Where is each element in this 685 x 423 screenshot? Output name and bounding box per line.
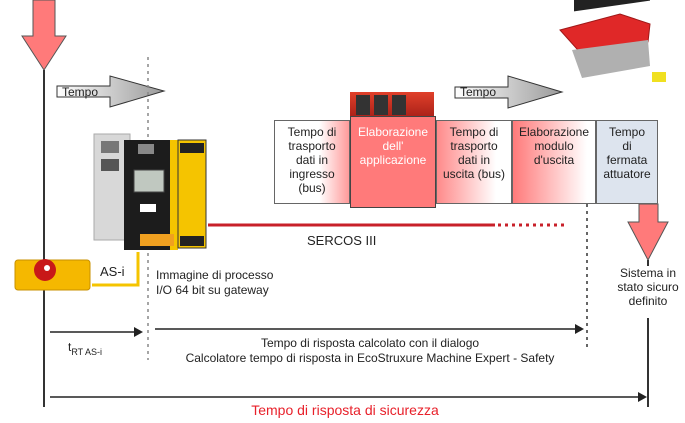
t-rt-label: tRT AS-i [68,340,102,359]
emergency-stop-image [14,259,91,291]
tempo-arrow-2-icon [454,75,564,109]
gateway-device-image [93,133,207,250]
cell-line: dati in [457,153,491,167]
calc-line1: Tempo di risposta calcolato con il dialo… [260,336,480,350]
safe-state-line: Sistema in [619,266,677,280]
safety-arrow-head-icon [638,392,647,402]
t-rt-arrow-head-icon [134,327,143,337]
cell-input-transport: Tempo di trasporto dati in ingresso (bus… [274,120,350,204]
cell-line: di [622,139,632,153]
cell-line: trasporto [288,139,336,153]
safety-response-label: Tempo di risposta di sicurezza [251,402,439,418]
cell-line: ingresso [289,167,335,181]
cell-line: Tempo di [287,125,337,139]
calc-arrow-head-icon [575,324,584,334]
t-rt-main: t [68,340,72,354]
servo-drive-image [559,0,666,82]
calc-line2: Calcolatore tempo di risposta in EcoStru… [185,351,555,365]
safe-state-line: definito [628,294,668,308]
asi-cable [92,252,140,287]
trigger-arrow-icon [21,0,67,71]
tempo-label-2: Tempo [460,85,497,99]
safe-state-line: stato sicuro [617,280,679,294]
cell-line: fermata [606,153,648,167]
asi-label: AS-i [100,264,125,279]
cell-line: Tempo [608,125,646,139]
cell-line: (bus) [298,181,326,195]
cell-line: dati in [295,153,329,167]
tempo-arrow-1-icon [56,75,166,108]
safe-state-label: Sistema in stato sicuro definito [608,266,685,308]
process-image-line1: Immagine di processo [156,268,274,282]
cell-line: dell' [382,139,404,153]
plc-module-image [350,92,434,118]
cell-line: Elaborazione [357,125,429,139]
t-rt-subscript: RT AS-i [71,347,103,357]
cell-line: trasporto [450,139,498,153]
cell-line: Tempo di [449,125,499,139]
cell-line: Elaborazione [518,125,590,139]
cell-line: modulo [534,139,574,153]
cell-line: d'uscita [533,153,575,167]
cell-line: attuatore [603,167,651,181]
safe-state-arrow-icon [627,203,669,262]
cell-output-module-processing: Elaborazione modulo d'uscita [512,120,596,204]
sercos-label: SERCOS III [307,233,377,248]
tempo-label-1: Tempo [62,85,99,99]
cell-actuator-stop: Tempo di fermata attuatore [596,120,658,204]
cell-line: uscita (bus) [442,167,506,181]
cell-line: applicazione [359,153,427,167]
cell-application-processing: Elaborazione dell' applicazione [350,116,436,208]
process-image-line2: I/O 64 bit su gateway [156,283,269,297]
cell-output-transport: Tempo di trasporto dati in uscita (bus) [436,120,512,204]
